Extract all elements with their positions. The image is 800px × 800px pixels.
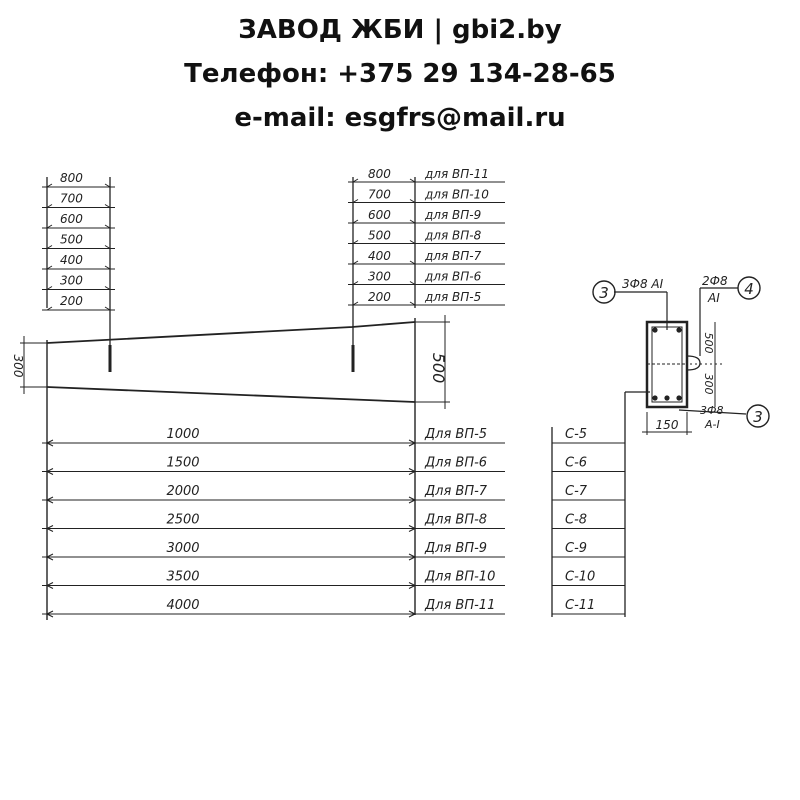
callout-circle — [746, 404, 770, 428]
section-dim-lower: 300 — [702, 374, 715, 395]
section-dim-width: 150 — [656, 418, 679, 432]
mark-value: С-5 — [565, 427, 587, 442]
height-row-arrow — [46, 306, 111, 311]
right-height-value: 800 — [368, 167, 391, 181]
length-note: Для ВП-7 — [424, 484, 488, 499]
header-title: ЗАВОД ЖБИ | gbi2.by — [238, 15, 562, 45]
length-note: Для ВП-10 — [424, 570, 495, 585]
height-row-arrow — [46, 183, 111, 188]
section-dim-upper: 500 — [702, 333, 715, 354]
rebar-right-label: 2Ф8 — [702, 274, 728, 288]
right-height-note: для ВП-10 — [424, 188, 489, 202]
rebar-top-label: 3Ф8 АI — [622, 277, 664, 291]
length-value: 1000 — [166, 427, 199, 442]
callout-top-right: 4 — [744, 280, 754, 298]
left-height-value: 600 — [60, 212, 83, 226]
callout-circle — [592, 280, 616, 304]
height-row-arrow — [46, 265, 111, 270]
callout-top-left: 3 — [599, 284, 609, 302]
left-height-value: 800 — [60, 171, 83, 185]
length-row-arrow — [46, 496, 416, 504]
rebar-dot — [664, 395, 670, 401]
length-value: 4000 — [166, 598, 199, 613]
rebar-right-class: АI — [707, 291, 720, 305]
mark-value: С-9 — [565, 541, 587, 556]
left-height-value: 700 — [60, 192, 83, 206]
left-height-value: 200 — [60, 294, 83, 308]
mark-value: С-7 — [565, 484, 588, 499]
rebar-bottom-class: А-I — [704, 418, 720, 431]
height-row-arrow — [352, 281, 416, 285]
right-height-scale: 800 для ВП-11 700 для ВП-10 600 для ВП-9 500 дл… — [348, 167, 505, 372]
left-height-value: 500 — [60, 233, 83, 247]
right-height-note: для ВП-6 — [424, 270, 482, 284]
rebar-dot — [652, 327, 658, 333]
cross-section: 3 4 3 3Ф8 АI 2Ф8 АI 3Ф8 А-I 500 300 150 — [592, 274, 770, 435]
height-row-arrow — [352, 199, 416, 203]
height-row-arrow — [352, 260, 416, 265]
height-row-arrow — [46, 286, 111, 290]
mark-value: С-10 — [565, 570, 595, 585]
rebar-dot — [676, 327, 682, 333]
length-row-arrow — [46, 553, 416, 561]
callout-bottom: 3 — [753, 408, 763, 426]
length-row-arrow — [46, 582, 416, 589]
right-height-note: для ВП-7 — [424, 249, 482, 263]
height-row-arrow — [352, 178, 416, 183]
right-height-note: для ВП-8 — [424, 229, 482, 243]
length-value: 2500 — [166, 513, 199, 528]
length-row-arrow — [46, 468, 416, 475]
mark-value: С-8 — [565, 513, 587, 528]
right-height-value: 200 — [368, 290, 391, 304]
height-row-arrow — [46, 224, 111, 229]
length-row-arrow — [46, 439, 416, 447]
right-height-value: 500 — [368, 229, 391, 243]
right-dimension: 500 — [429, 353, 448, 384]
length-row-arrow — [46, 610, 416, 618]
length-note: Для ВП-5 — [424, 427, 487, 442]
mark-value: С-11 — [565, 598, 595, 613]
length-note: Для ВП-11 — [424, 598, 495, 613]
rebar-dot — [676, 395, 682, 401]
right-height-value: 700 — [368, 188, 391, 202]
right-height-note: для ВП-11 — [424, 167, 489, 181]
length-row-arrow — [46, 525, 416, 532]
length-value: 3500 — [166, 570, 199, 585]
length-value: 3000 — [166, 541, 199, 556]
right-height-value: 300 — [368, 270, 391, 284]
beam-elevation: 300 500 — [11, 315, 450, 620]
rebar-bottom-label: 3Ф8 — [700, 404, 723, 417]
height-row-arrow — [352, 219, 416, 224]
right-height-value: 600 — [368, 208, 391, 222]
header-phone: Телефон: +375 29 134-28-65 — [184, 59, 616, 89]
left-height-scale: 800 700 600 500 400 300 200 — [42, 171, 115, 372]
right-height-note: для ВП-9 — [424, 208, 481, 222]
left-height-value: 400 — [60, 253, 83, 267]
left-dimension: 300 — [11, 355, 25, 378]
height-row-arrow — [352, 301, 416, 306]
callout-circle — [737, 276, 761, 300]
length-value: 2000 — [166, 484, 199, 499]
length-value: 1500 — [166, 456, 199, 471]
right-height-value: 400 — [368, 249, 391, 263]
header-email: e-mail: esgfrs@mail.ru — [234, 103, 566, 133]
height-row-arrow — [352, 240, 416, 244]
header: ЗАВОД ЖБИ | gbi2.by Телефон: +375 29 134… — [0, 8, 800, 140]
left-height-value: 300 — [60, 274, 83, 288]
right-height-note: для ВП-5 — [424, 290, 481, 304]
rebar-dot — [652, 395, 658, 401]
length-note: Для ВП-6 — [424, 456, 487, 471]
length-note: Для ВП-9 — [424, 541, 487, 556]
length-note: Для ВП-8 — [424, 513, 487, 528]
height-row-arrow — [46, 245, 111, 249]
height-row-arrow — [46, 204, 111, 208]
mark-value: С-6 — [565, 456, 587, 471]
